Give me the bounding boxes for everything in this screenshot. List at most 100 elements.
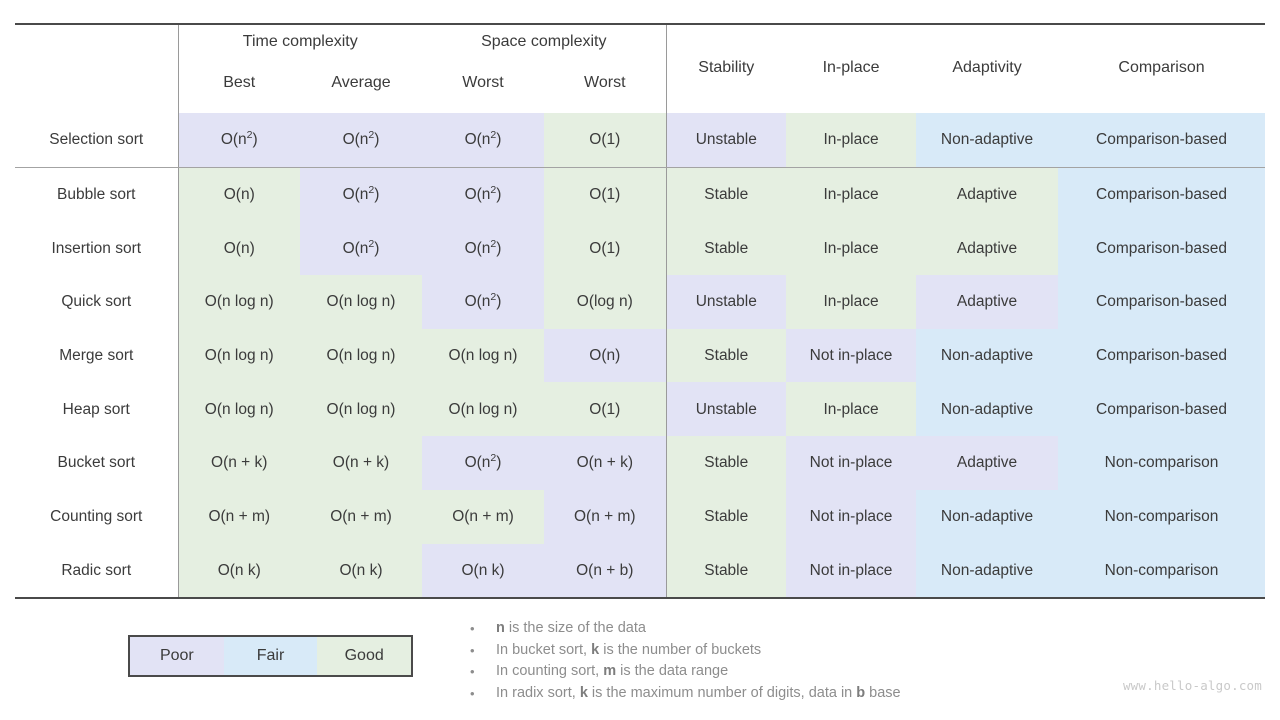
row-label-quick-sort: Quick sort: [15, 275, 178, 329]
cell-worst-space: O(n): [544, 328, 667, 383]
cell-in-place: In-place: [786, 221, 917, 276]
sub-header-row: Best Average Worst Worst: [15, 61, 1265, 113]
cell-adaptivity: Adaptive: [916, 436, 1059, 490]
legend-label-poor: Poor: [159, 647, 194, 664]
exponent: 2: [490, 291, 497, 304]
exponent: 2: [246, 129, 253, 141]
watermark: www.hello-algo.com: [1122, 678, 1262, 693]
cell-worst-time: O(n2): [422, 113, 545, 168]
row-label-bubble-sort: Bubble sort: [15, 167, 178, 222]
bullet-icon: •: [470, 621, 475, 636]
cell-stability: Stable: [665, 328, 787, 383]
cell-best: O(n2): [177, 113, 300, 168]
cell-stability: Unstable: [665, 275, 787, 329]
cell-in-place: In-place: [786, 275, 917, 329]
cell-average: O(n log n): [300, 328, 423, 383]
cell-worst-space: O(1): [544, 221, 667, 276]
cell-worst-space: O(n + k): [544, 436, 667, 490]
exponent: 2: [490, 129, 497, 141]
cell-comparison: Comparison-based: [1058, 113, 1266, 168]
cell-worst-space: O(n + m): [544, 489, 667, 544]
footnote-text: In bucket sort, k is the number of bucke…: [496, 641, 762, 658]
group-header-time-complexity: Time complexity: [177, 23, 423, 61]
exponent: 2: [490, 237, 497, 250]
cell-worst-space: O(n + b): [544, 543, 667, 600]
cell-comparison: Comparison-based: [1058, 275, 1266, 329]
cell-comparison: Comparison-based: [1058, 221, 1266, 276]
group-header-row: Time complexity Space complexity Stabili…: [15, 23, 1266, 113]
cell-worst-space: O(1): [544, 382, 667, 437]
cell-in-place: Not in-place: [786, 328, 917, 383]
cell-adaptivity: Non-adaptive: [916, 489, 1059, 544]
cell-stability: Stable: [665, 221, 787, 276]
cell-stability: Stable: [665, 436, 787, 490]
legend-segment-good: Good: [317, 637, 412, 675]
cell-worst-time: O(n k): [422, 543, 545, 600]
footnote-text: n is the size of the data: [496, 620, 646, 636]
row-label-insertion-sort: Insertion sort: [15, 221, 178, 276]
cell-average: O(n2): [300, 167, 423, 222]
cell-average: O(n + k): [300, 436, 423, 490]
column-header-average: Average: [331, 74, 391, 91]
row-label-counting-sort: Counting sort: [15, 489, 178, 544]
cell-worst-time: O(n + m): [422, 489, 545, 544]
cell-best: O(n k): [177, 543, 300, 600]
column-header-worst-time: Worst: [462, 74, 504, 91]
cell-adaptivity: Non-adaptive: [916, 382, 1059, 437]
footnote-item: • In counting sort, m is the data range: [470, 661, 1090, 683]
row-label-selection-sort: Selection sort: [15, 113, 178, 168]
cell-in-place: In-place: [786, 167, 917, 222]
footnote-text: In counting sort, m is the data range: [496, 663, 729, 679]
row-label-merge-sort: Merge sort: [15, 328, 178, 383]
footnote-item: • n is the size of the data: [470, 618, 1090, 640]
cell-in-place: In-place: [786, 382, 917, 437]
cell-best: O(n log n): [177, 382, 300, 437]
cell-worst-space: O(log n): [544, 275, 667, 329]
cell-worst-time: O(n2): [422, 436, 545, 490]
cell-best: O(n + k): [177, 436, 300, 490]
row-label-heap-sort: Heap sort: [15, 382, 178, 437]
cell-in-place: Not in-place: [786, 543, 917, 600]
rating-legend: Poor Fair Good: [128, 635, 413, 677]
cell-average: O(n2): [300, 221, 423, 276]
cell-in-place: Not in-place: [786, 436, 917, 490]
cell-average: O(n log n): [300, 382, 423, 437]
exponent: 2: [490, 452, 497, 465]
column-header-best: Best: [177, 61, 300, 113]
cell-worst-time: O(n log n): [422, 328, 545, 383]
cell-in-place: In-place: [786, 113, 917, 168]
cell-stability: Unstable: [665, 382, 787, 437]
row-label-radic-sort: Radic sort: [15, 543, 178, 600]
cell-average: O(n + m): [300, 489, 423, 544]
exponent: 2: [368, 183, 375, 196]
bullet-icon: •: [470, 664, 475, 679]
footnote-text: In radix sort, k is the maximum number o…: [496, 684, 901, 701]
cell-stability: Unstable: [665, 113, 787, 168]
cell-comparison: Comparison-based: [1058, 328, 1266, 383]
column-header-adaptivity: Adaptivity: [916, 23, 1059, 113]
legend-segment-poor: Poor: [130, 637, 224, 675]
column-header-worst-space: Worst: [584, 74, 626, 91]
cell-stability: Stable: [665, 543, 787, 600]
legend-label-fair: Fair: [256, 647, 285, 664]
bullet-icon: •: [470, 642, 475, 658]
cell-comparison: Non-comparison: [1058, 543, 1266, 600]
cell-comparison: Non-comparison: [1058, 436, 1266, 490]
cell-adaptivity: Adaptive: [916, 167, 1059, 222]
cell-adaptivity: Adaptive: [916, 221, 1059, 276]
cell-worst-time: O(n log n): [422, 382, 545, 437]
column-header-comparison: Comparison: [1058, 23, 1266, 113]
footnotes-list: • n is the size of the data • In bucket sor…: [470, 618, 1090, 704]
cell-stability: Stable: [665, 489, 787, 544]
cell-worst-space: O(1): [544, 113, 667, 168]
cell-comparison: Comparison-based: [1058, 167, 1266, 222]
